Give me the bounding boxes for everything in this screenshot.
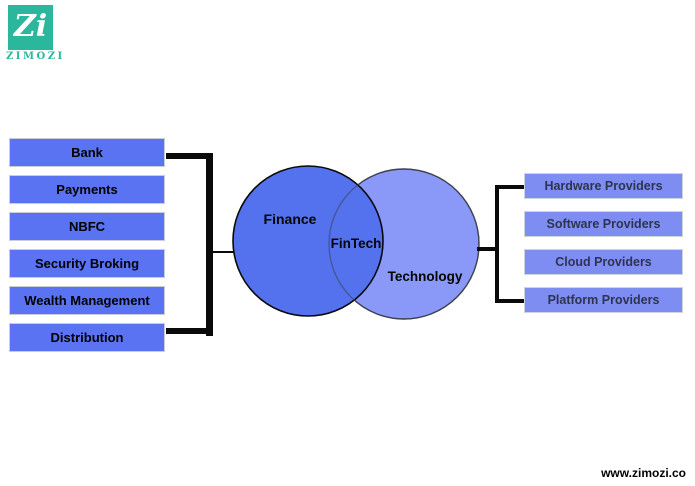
finance-bracket-vertical-line — [206, 153, 213, 336]
technology-circle-label: Technology — [387, 269, 463, 284]
finance-bracket-bottom-line — [166, 328, 213, 334]
technology-bracket-top-line — [495, 185, 524, 189]
zimozi-wordmark: ZIMOZI — [6, 51, 65, 62]
finance-bracket-top-line — [166, 153, 213, 159]
finance-item-payments: Payments — [9, 175, 165, 204]
technology-item-software-providers: Software Providers — [524, 211, 683, 237]
zimozi-logo-mark: Zi — [8, 5, 53, 50]
zimozi-monogram: Zi — [13, 8, 48, 44]
finance-items-list: Bank Payments NBFC Security Broking Weal… — [9, 138, 165, 352]
technology-bracket-vertical-line — [495, 185, 499, 303]
fintech-overlap-label: FinTech — [330, 236, 382, 251]
website-url: www.zimozi.co — [601, 466, 686, 480]
finance-circle-connector-line — [212, 251, 235, 253]
finance-item-bank: Bank — [9, 138, 165, 167]
technology-circle-connector-line — [477, 247, 499, 251]
finance-item-security-broking: Security Broking — [9, 249, 165, 278]
finance-item-wealth-management: Wealth Management — [9, 286, 165, 315]
technology-items-list: Hardware Providers Software Providers Cl… — [524, 173, 683, 313]
technology-item-cloud-providers: Cloud Providers — [524, 249, 683, 275]
technology-item-hardware-providers: Hardware Providers — [524, 173, 683, 199]
finance-item-distribution: Distribution — [9, 323, 165, 352]
finance-item-nbfc: NBFC — [9, 212, 165, 241]
technology-bracket-bottom-line — [495, 299, 524, 303]
finance-circle-label: Finance — [263, 211, 317, 227]
technology-item-platform-providers: Platform Providers — [524, 287, 683, 313]
